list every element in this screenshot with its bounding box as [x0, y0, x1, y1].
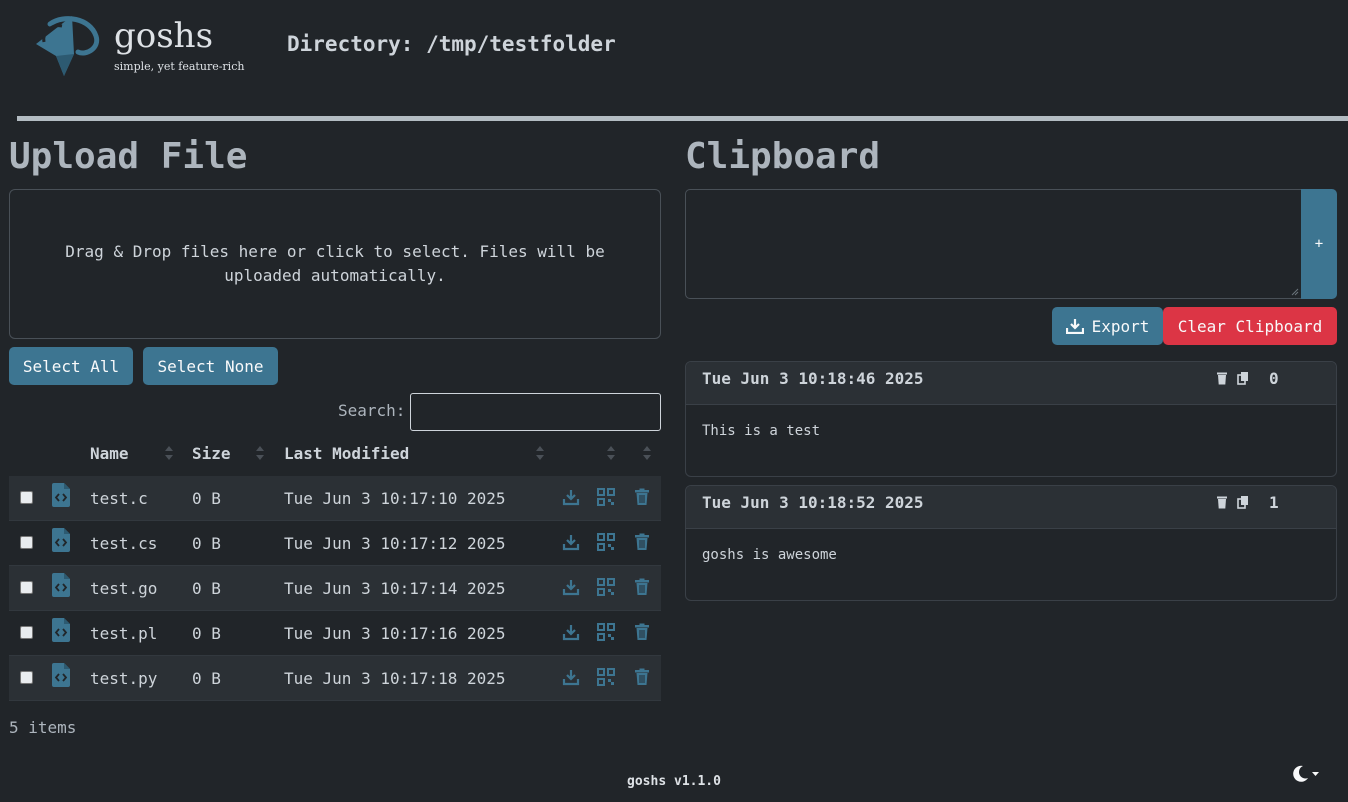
header-divider: [17, 116, 1348, 121]
trash-icon[interactable]: [633, 623, 651, 641]
export-button[interactable]: Export: [1052, 307, 1163, 345]
trash-icon[interactable]: [633, 533, 651, 551]
column-header-size[interactable]: Size: [192, 444, 231, 463]
table-row: test.pl 0 B Tue Jun 3 10:17:16 2025: [9, 611, 661, 656]
brand-tagline: simple, yet feature-rich: [114, 60, 245, 73]
file-size: 0 B: [192, 489, 221, 508]
clipboard-entry-header: Tue Jun 3 10:18:46 2025 0: [686, 362, 1336, 405]
clipboard-entry-index: 1: [1269, 493, 1279, 512]
file-name-link[interactable]: test.py: [90, 669, 158, 688]
clear-clipboard-button[interactable]: Clear Clipboard: [1163, 307, 1337, 345]
download-icon[interactable]: [562, 623, 580, 641]
resize-handle-icon[interactable]: [1291, 288, 1299, 296]
item-count: 5 items: [9, 718, 77, 737]
directory-title: Directory: /tmp/testfolder: [287, 32, 616, 56]
column-header-modified[interactable]: Last Modified: [284, 444, 410, 463]
clipboard-entry-time: Tue Jun 3 10:18:52 2025: [702, 493, 924, 512]
row-checkbox[interactable]: [20, 626, 33, 639]
code-file-icon: [52, 663, 70, 687]
download-icon[interactable]: [562, 578, 580, 596]
clipboard-entry-text: This is a test: [702, 423, 821, 439]
header: goshs simple, yet feature-rich Directory…: [0, 0, 1348, 100]
file-modified: Tue Jun 3 10:17:10 2025: [284, 489, 506, 508]
clipboard-entry-text: goshs is awesome: [702, 547, 837, 563]
upload-dropzone[interactable]: Drag & Drop files here or click to selec…: [9, 189, 661, 339]
search-label: Search:: [338, 401, 406, 420]
theme-toggle[interactable]: [1292, 764, 1322, 782]
file-name-link[interactable]: test.cs: [90, 534, 158, 553]
code-file-icon: [52, 618, 70, 642]
sort-size-icon[interactable]: [256, 446, 264, 462]
clipboard-entry: Tue Jun 3 10:18:52 2025 1 goshs is awesome: [685, 485, 1337, 601]
file-size: 0 B: [192, 669, 221, 688]
select-none-button[interactable]: Select None: [143, 347, 278, 385]
download-icon[interactable]: [562, 488, 580, 506]
copy-entry-icon[interactable]: [1237, 495, 1249, 509]
code-file-icon: [52, 573, 70, 597]
clipboard-entry-index: 0: [1269, 369, 1279, 388]
add-clipboard-button[interactable]: +: [1301, 189, 1337, 299]
file-size: 0 B: [192, 579, 221, 598]
table-row: test.go 0 B Tue Jun 3 10:17:14 2025: [9, 566, 661, 611]
brand-name: goshs: [114, 16, 214, 56]
sort-actions-icon[interactable]: [607, 446, 615, 462]
file-size: 0 B: [192, 624, 221, 643]
row-checkbox[interactable]: [20, 581, 33, 594]
delete-entry-icon[interactable]: [1216, 495, 1228, 509]
file-name-link[interactable]: test.go: [90, 579, 158, 598]
upload-heading: Upload File: [9, 136, 248, 177]
select-all-button[interactable]: Select All: [9, 347, 133, 385]
trash-icon[interactable]: [633, 578, 651, 596]
download-icon[interactable]: [562, 533, 580, 551]
sort-modified-icon[interactable]: [536, 446, 544, 462]
copy-entry-icon[interactable]: [1237, 371, 1249, 385]
file-size: 0 B: [192, 534, 221, 553]
row-checkbox[interactable]: [20, 671, 33, 684]
row-checkbox[interactable]: [20, 536, 33, 549]
clipboard-heading: Clipboard: [685, 136, 881, 177]
delete-entry-icon[interactable]: [1216, 371, 1228, 385]
table-row: test.c 0 B Tue Jun 3 10:17:10 2025: [9, 476, 661, 521]
qr-code-icon[interactable]: [597, 533, 615, 551]
column-header-name[interactable]: Name: [90, 444, 129, 463]
moon-icon: [1293, 765, 1319, 782]
file-name-link[interactable]: test.pl: [90, 624, 158, 643]
file-modified: Tue Jun 3 10:17:18 2025: [284, 669, 506, 688]
file-modified: Tue Jun 3 10:17:12 2025: [284, 534, 506, 553]
trash-icon[interactable]: [633, 668, 651, 686]
code-file-icon: [52, 528, 70, 552]
dropzone-text: Drag & Drop files here or click to selec…: [65, 242, 605, 285]
download-icon[interactable]: [562, 668, 580, 686]
download-icon: [1065, 319, 1084, 334]
clipboard-entry-header: Tue Jun 3 10:18:52 2025 1: [686, 486, 1336, 529]
table-row: test.py 0 B Tue Jun 3 10:17:18 2025: [9, 656, 661, 701]
clipboard-textarea[interactable]: [685, 189, 1302, 299]
file-modified: Tue Jun 3 10:17:14 2025: [284, 579, 506, 598]
code-file-icon: [52, 483, 70, 507]
qr-code-icon[interactable]: [597, 488, 615, 506]
qr-code-icon[interactable]: [597, 623, 615, 641]
search-input[interactable]: [410, 393, 661, 431]
table-row: test.cs 0 B Tue Jun 3 10:17:12 2025: [9, 521, 661, 566]
sort-name-icon[interactable]: [165, 446, 173, 462]
trash-icon[interactable]: [633, 488, 651, 506]
qr-code-icon[interactable]: [597, 578, 615, 596]
goshs-logo[interactable]: goshs simple, yet feature-rich: [34, 14, 254, 80]
file-modified: Tue Jun 3 10:17:16 2025: [284, 624, 506, 643]
export-label: Export: [1091, 316, 1150, 336]
qr-code-icon[interactable]: [597, 668, 615, 686]
row-checkbox[interactable]: [20, 491, 33, 504]
footer-version: goshs v1.1.0: [627, 774, 721, 789]
logo-icon: [36, 16, 100, 76]
sort-extra-icon[interactable]: [643, 446, 651, 462]
clipboard-entry-time: Tue Jun 3 10:18:46 2025: [702, 369, 924, 388]
file-name-link[interactable]: test.c: [90, 489, 148, 508]
